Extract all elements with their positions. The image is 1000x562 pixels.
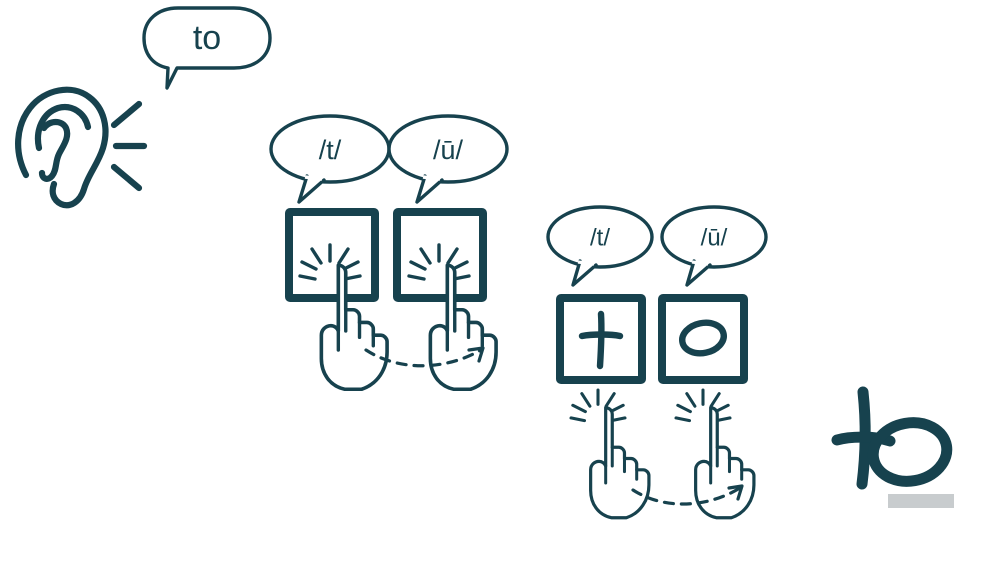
handwritten-letter-o <box>679 319 727 357</box>
phoneme-label-2-1: /t/ <box>590 225 610 252</box>
phoneme-label-1-1: /t/ <box>319 135 342 165</box>
ear-icon <box>15 86 109 209</box>
phoneme-bubble-2-1 <box>546 205 654 287</box>
dashed-arrow-icon <box>631 484 744 506</box>
phoneme-bubble-2-2 <box>660 205 768 287</box>
phoneme-label-2-2: /ū/ <box>701 225 728 252</box>
sound-waves-icon <box>110 100 148 192</box>
handwritten-letter-t <box>578 310 624 370</box>
phoneme-bubble-1-1 <box>269 114 391 204</box>
dashed-arrow-icon <box>364 346 485 368</box>
letter-box-2-2[interactable] <box>658 294 748 384</box>
written-word-to <box>831 386 953 490</box>
phoneme-label-1-2: /ū/ <box>433 135 464 165</box>
spoken-word-bubble <box>142 6 272 90</box>
word-highlight-bar <box>888 494 954 508</box>
spoken-word-label: to <box>193 19 221 57</box>
phoneme-bubble-1-2 <box>387 114 509 204</box>
